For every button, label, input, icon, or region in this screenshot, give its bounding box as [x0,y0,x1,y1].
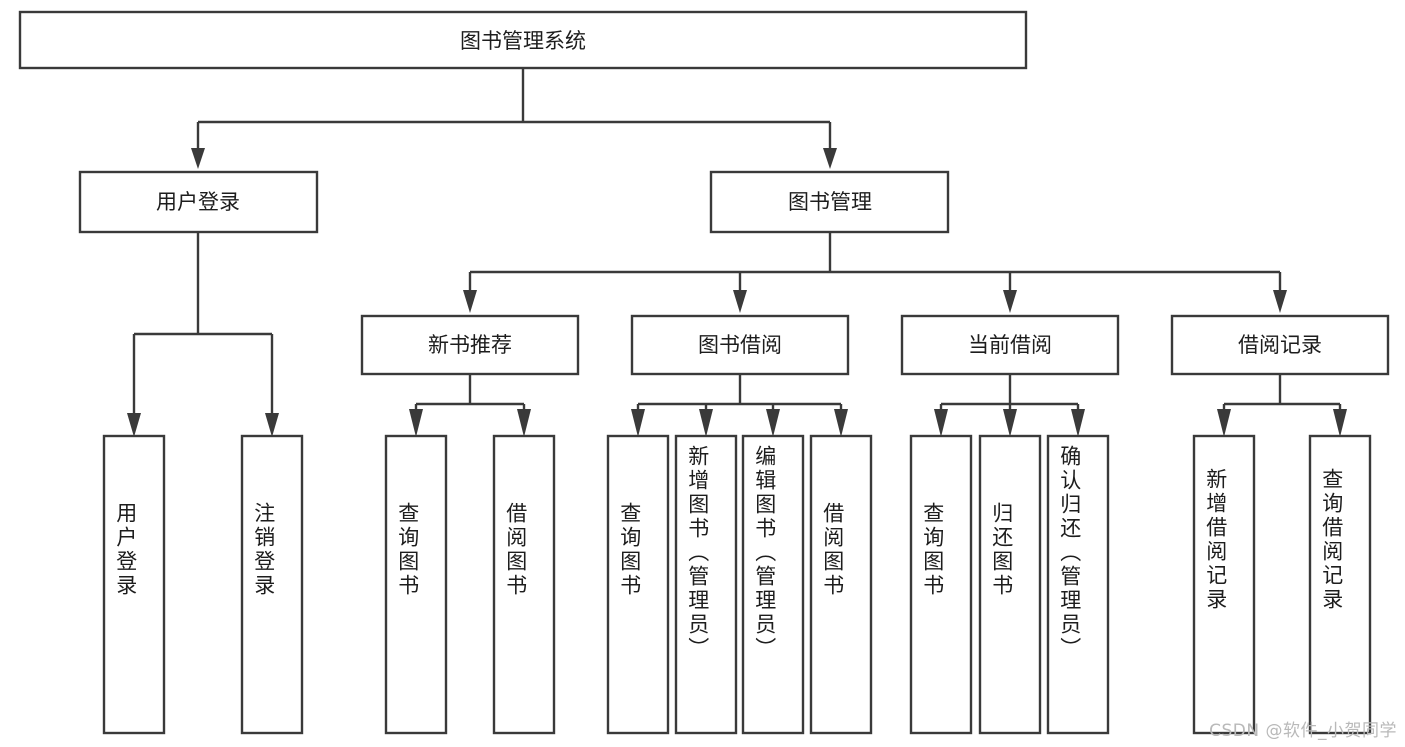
arrow-head-icon [517,409,531,437]
leaf-box-borrow-record-1 [1308,434,1372,735]
leaf-box-book-borrow-2 [741,434,805,735]
level2-label-book-management: 图书管理 [788,190,872,214]
arrow-head-icon [1217,409,1231,437]
connector-book-management-to-level3 [463,232,1287,313]
watermark: CSDN @软件_小贺同学 [1209,721,1397,741]
node-book-borrow: 图书借阅 [630,314,850,376]
level3-label-book-borrow: 图书借阅 [698,333,782,357]
level3-label-current-borrow: 当前借阅 [968,333,1052,357]
arrow-head-icon [834,409,848,437]
arrow-head-icon [631,409,645,437]
leaf-box-book-borrow-1 [674,434,738,735]
arrow-head-icon [766,409,780,437]
arrow-head-icon [127,413,141,437]
arrow-head-icon [409,409,423,437]
connector-book-borrow-to-leaves [631,374,848,437]
arrow-head-icon [823,148,837,169]
node-root: 图书管理系统 [18,10,1028,70]
leaf-box-current-borrow-1 [978,434,1042,735]
arrow-head-icon [191,148,205,169]
arrow-head-icon [1333,409,1347,437]
node-current-borrow: 当前借阅 [900,314,1120,376]
node-new-book-recommend: 新书推荐 [360,314,580,376]
connector-borrow-record-to-leaves [1217,374,1347,437]
arrow-head-icon [265,413,279,437]
arrow-head-icon [1003,290,1017,313]
connector-user-login-to-leaves [127,232,279,437]
root-label: 图书管理系统 [460,29,586,53]
leaf-box-current-borrow-2 [1046,434,1110,735]
connector-root-to-level2 [191,68,837,169]
connector-new-book-recommend-to-leaves [409,374,531,437]
level2-box-user-login [78,170,319,234]
arrow-head-icon [699,409,713,437]
node-book-management: 图书管理 [709,170,950,234]
leaf-box-current-borrow-0 [909,434,973,735]
leaf-box-new-book-1 [492,434,556,735]
arrow-head-icon [463,290,477,313]
arrow-head-icon [1003,409,1017,437]
node-borrow-record: 借阅记录 [1170,314,1390,376]
level2-label-user-login: 用户登录 [156,190,240,214]
node-user-login: 用户登录 [78,170,319,234]
level3-label-borrow-record: 借阅记录 [1238,333,1322,357]
leaf-box-book-borrow-0 [606,434,670,735]
leaf-box-borrow-record-0 [1192,434,1256,735]
connector-current-borrow-to-leaves [934,374,1085,437]
leaf-box-book-borrow-3 [809,434,873,735]
arrow-head-icon [934,409,948,437]
root-box [18,10,1028,70]
arrow-head-icon [1273,290,1287,313]
leaf-box-user-login-1 [240,434,304,735]
level3-box-current-borrow [900,314,1120,376]
arrow-head-icon [1071,409,1085,437]
leaf-box-new-book-0 [384,434,448,735]
arrow-head-icon [733,290,747,313]
leaf-box-user-login-0 [102,434,166,735]
level3-label-new-book-recommend: 新书推荐 [428,333,512,357]
level3-box-new-book-recommend [360,314,580,376]
